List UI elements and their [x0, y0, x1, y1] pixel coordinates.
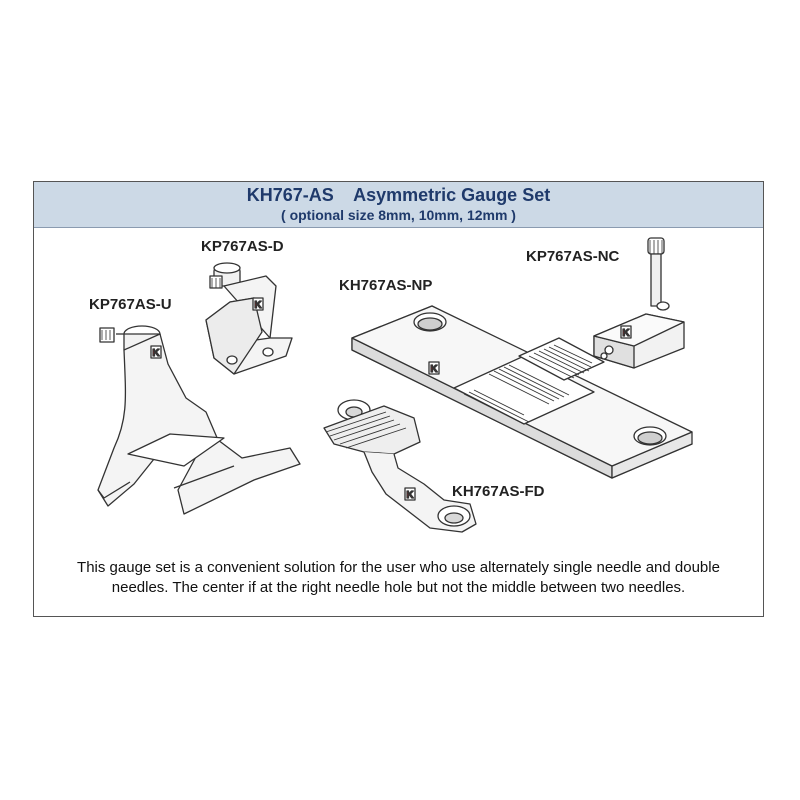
- product-description: This gauge set is a convenient solution …: [34, 558, 763, 598]
- presser-foot-d-drawing: [205, 262, 293, 375]
- feed-dog-drawing: [323, 399, 477, 533]
- product-card: KH767-AS Asymmetric Gauge Set ( optional…: [33, 181, 764, 617]
- product-title: KH767-AS Asymmetric Gauge Set: [246, 185, 551, 205]
- label-kh767as-fd: KH767AS-FD: [452, 483, 545, 500]
- description-line-2: needles. The center if at the right need…: [111, 579, 686, 596]
- needle-plate-drawing: [351, 305, 693, 479]
- product-subtitle: ( optional size 8mm, 10mm, 12mm ): [281, 207, 516, 223]
- label-kp767as-u: KP767AS-U: [89, 296, 172, 313]
- description-line-1: This gauge set is a convenient solution …: [77, 559, 720, 576]
- parts-illustration: K: [97, 237, 693, 533]
- needle-clamp-drawing: [593, 237, 685, 369]
- label-kh767as-np: KH767AS-NP: [339, 277, 433, 294]
- label-kp767as-d: KP767AS-D: [201, 238, 284, 255]
- label-kp767as-nc: KP767AS-NC: [526, 248, 620, 265]
- card-header: KH767-AS Asymmetric Gauge Set ( optional…: [34, 182, 763, 228]
- presser-foot-u-drawing: [97, 325, 301, 515]
